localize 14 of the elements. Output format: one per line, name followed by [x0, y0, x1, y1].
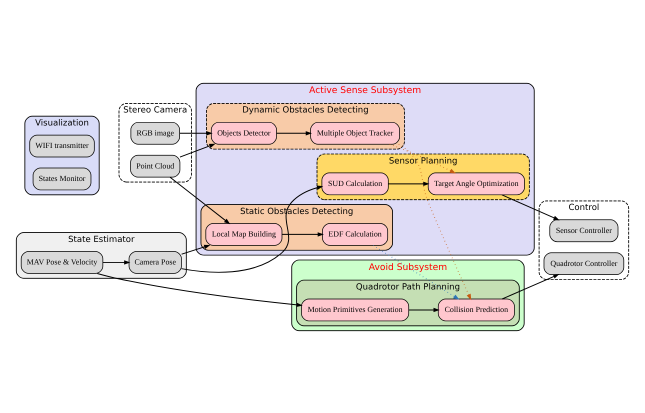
arrow — [180, 143, 216, 158]
arrow — [170, 176, 230, 224]
arrow — [389, 143, 456, 174]
arrow — [388, 181, 430, 186]
arrow — [179, 130, 213, 135]
arrow — [276, 130, 312, 135]
arrow — [282, 232, 324, 236]
arrow — [96, 272, 303, 306]
arrow — [502, 274, 560, 299]
arrow — [398, 143, 472, 300]
arrow — [181, 185, 324, 272]
arrow — [408, 307, 440, 312]
arrow — [181, 244, 210, 254]
arrow — [102, 260, 130, 264]
